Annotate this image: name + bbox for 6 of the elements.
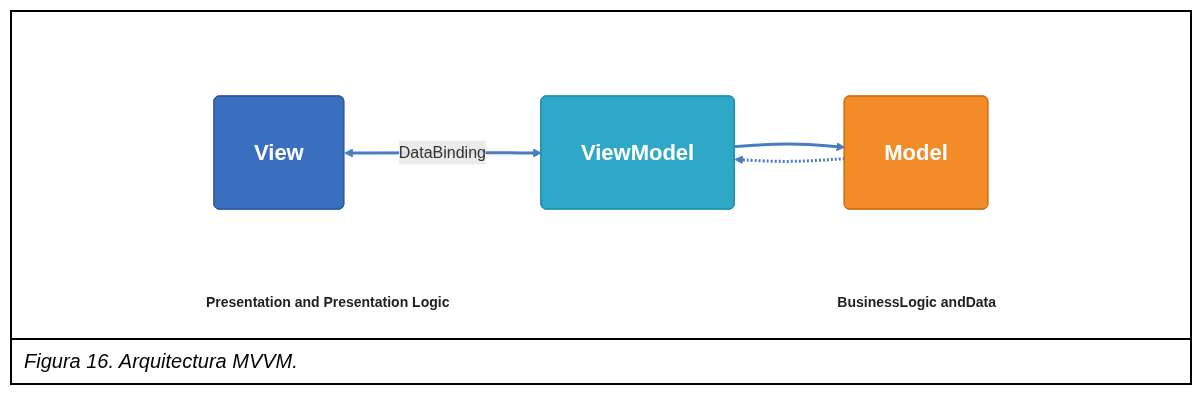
arrow — [734, 154, 845, 164]
note-text: Presentation and Presentation Logic — [205, 294, 450, 310]
edge-label: DataBinding — [398, 143, 487, 160]
caption: Figura 16. Arquitectura MVVM. — [12, 338, 1190, 383]
arrow — [734, 141, 846, 151]
note-text: BusinessLogic andData — [837, 294, 997, 310]
